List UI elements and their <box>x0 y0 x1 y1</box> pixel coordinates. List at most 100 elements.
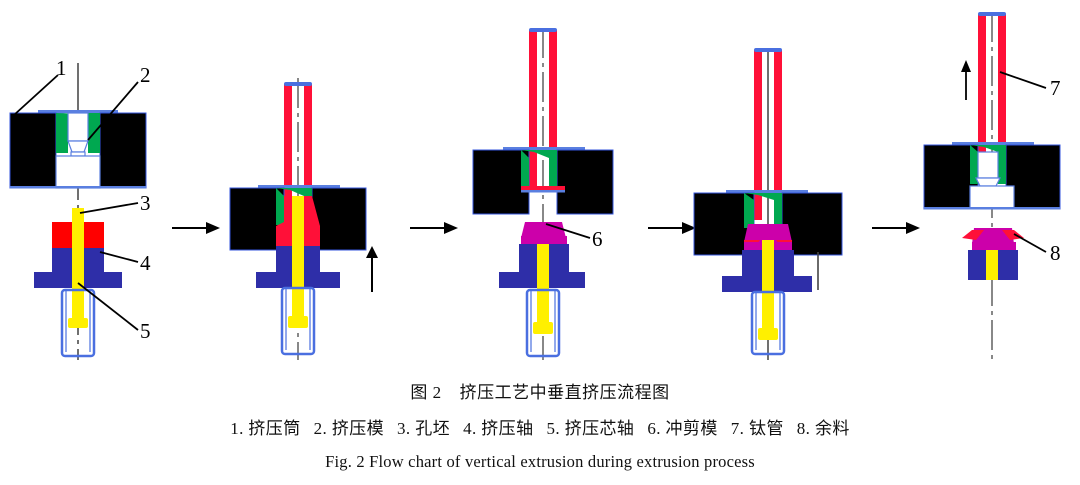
die-bore-upper <box>977 151 999 179</box>
extrusion-die-left <box>970 145 978 184</box>
callout-4: 4 <box>140 251 151 275</box>
leader-line-6 <box>545 223 591 239</box>
extrusion-mandrel <box>762 240 774 336</box>
legend-num-3: 3. <box>397 419 411 438</box>
motion-arrow-up <box>366 246 378 292</box>
figure-number: 图 2 <box>410 383 442 402</box>
titanium-tube-wall-left <box>529 30 537 188</box>
extrusion-mandrel <box>72 208 84 326</box>
billet-remnant-base <box>521 186 565 192</box>
titanium-tube-wall-left <box>284 84 292 196</box>
tube-top-cap <box>284 82 312 86</box>
extrusion-container-left <box>229 187 285 251</box>
mandrel-tip <box>758 328 778 340</box>
die-top-plate <box>726 190 808 194</box>
process-arrow-3 <box>648 222 696 234</box>
legend-item-6: 6. 冲剪模 <box>647 419 717 438</box>
legend-num-5: 5. <box>546 419 561 438</box>
legend-num-7: 7. <box>730 419 745 438</box>
leader-line-2 <box>87 81 139 141</box>
titanium-tube-wall-right <box>304 84 312 196</box>
titanium-tube-wall-right <box>774 50 782 220</box>
die-bore-cone <box>67 140 89 153</box>
figure-title-text: 挤压工艺中垂直挤压流程图 <box>459 383 670 402</box>
process-arrow-4 <box>872 222 920 234</box>
callout-1: 1 <box>56 56 67 80</box>
billet-remnant-right <box>304 196 320 240</box>
titanium-tube-wall-right <box>998 14 1006 166</box>
callout-5: 5 <box>140 319 151 343</box>
legend-num-6: 6. <box>647 419 661 438</box>
extrusion-die-right <box>970 145 1006 184</box>
extrusion-die-left <box>56 113 70 153</box>
shear-die-base <box>521 236 567 246</box>
billet-remnant-left <box>276 196 292 240</box>
legend-item-7: 7. 钛管 <box>731 419 784 438</box>
legend-label-1: 挤压筒 <box>248 419 301 438</box>
legend-num-4: 4. <box>463 419 477 438</box>
die-throat <box>70 151 86 157</box>
residual-material-left <box>962 230 984 240</box>
legend-label-4: 挤压轴 <box>481 419 534 438</box>
legend-item-8: 8. 余料 <box>797 419 850 438</box>
legend-label-7: 钛管 <box>748 419 784 438</box>
mandrel-tip <box>68 318 88 328</box>
stage-4-group <box>693 48 843 360</box>
process-arrow-2 <box>410 222 458 234</box>
legend-item-4: 4. 挤压轴 <box>463 419 533 438</box>
leader-line-7 <box>999 71 1047 89</box>
legend-item-2: 2. 挤压模 <box>314 419 384 438</box>
extrusion-container-right <box>99 112 147 189</box>
leader-line-8 <box>1013 233 1047 253</box>
titanium-tube-wall-right <box>549 30 557 188</box>
process-arrow-1 <box>172 222 220 234</box>
leader-line-3 <box>79 202 139 214</box>
extrusion-container-right <box>311 187 367 251</box>
legend-label-3: 孔坯 <box>415 419 451 438</box>
legend-label-5: 挤压芯轴 <box>564 419 635 438</box>
leader-line-5 <box>77 282 139 331</box>
mandrel-tip <box>533 322 553 334</box>
die-bore-cone <box>975 177 1001 187</box>
tube-top-cap <box>529 28 557 32</box>
stage-3-group: 6 <box>472 28 614 360</box>
container-base-plate <box>10 186 146 189</box>
die-exit-chamber <box>969 185 1015 209</box>
callout-7: 7 <box>1050 76 1061 100</box>
motion-arrow-up <box>813 240 823 290</box>
leader-line-4 <box>99 251 139 263</box>
extrusion-mandrel <box>292 196 304 326</box>
extrusion-die-left <box>744 193 754 228</box>
legend-label-8: 余料 <box>814 419 850 438</box>
extrusion-container-left <box>472 149 530 215</box>
leader-line-1 <box>13 74 59 116</box>
mandrel-guide-cylinder <box>750 290 786 356</box>
tube-top-cap <box>754 48 782 52</box>
legend-item-3: 3. 孔坯 <box>397 419 450 438</box>
shear-die <box>521 222 566 238</box>
die-base-plate <box>521 190 565 193</box>
legend-num-1: 1. <box>230 419 244 438</box>
die-exit-chamber <box>55 155 101 189</box>
container-base-plate <box>924 207 1060 210</box>
titanium-tube-wall-left <box>754 50 762 220</box>
mandrel-guide-cylinder <box>525 288 561 358</box>
shear-die-base <box>972 242 1016 250</box>
die-top-plate <box>952 142 1034 146</box>
figure-legend: 1. 挤压筒 2. 挤压模 3. 孔坯 4. 挤压轴 5. 挤压芯轴 6. 冲剪模 7. 钛… <box>0 414 1080 439</box>
callout-6: 6 <box>592 227 603 251</box>
mandrel-tip <box>288 316 308 328</box>
callout-8: 8 <box>1050 241 1061 265</box>
die-top-plate <box>258 185 340 189</box>
extrusion-process-diagram: 1 2 3 4 5 <box>9 12 1061 360</box>
callout-3: 3 <box>140 191 151 215</box>
legend-num-2: 2. <box>313 419 328 438</box>
extrusion-die-left <box>276 188 284 225</box>
stage-2-group <box>229 78 378 360</box>
extrusion-container-left <box>9 112 57 189</box>
motion-arrow-up <box>961 60 971 100</box>
legend-num-8: 8. <box>796 419 811 438</box>
legend-label-2: 挤压模 <box>331 419 385 438</box>
die-bore-upper <box>67 112 89 142</box>
